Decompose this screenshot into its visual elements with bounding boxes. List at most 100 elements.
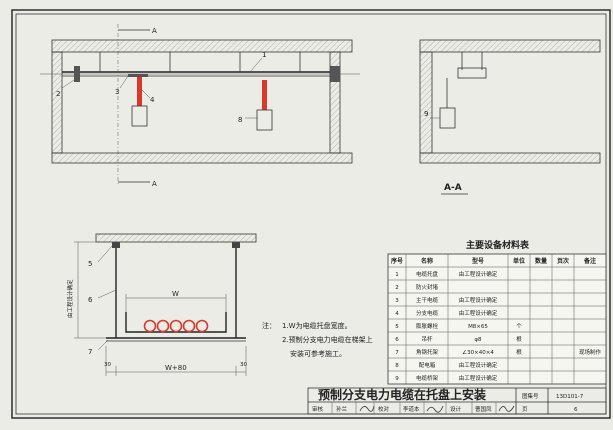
designer-signature — [498, 405, 515, 412]
section-tray — [457, 67, 487, 79]
table-cell: 1 — [395, 272, 399, 278]
table-header-cell: 名称 — [421, 257, 433, 265]
table-cell: 7 — [395, 350, 399, 356]
table-cell: 现场制作 — [579, 348, 602, 356]
callout-7: 7 — [88, 348, 92, 356]
table-cell: 9 — [395, 376, 399, 382]
section-mark-top: A — [152, 27, 157, 35]
checker-name: 李道本 — [403, 405, 420, 413]
detail-slab — [95, 233, 257, 243]
fire-seal-right — [330, 66, 340, 82]
table-cell: 根 — [516, 348, 522, 356]
section-mark-bottom: A — [152, 180, 157, 188]
table-cell: 分支电缆 — [416, 309, 439, 317]
designer-name: 曹国凤 — [475, 405, 492, 413]
table-cell: 由工程设计确定 — [459, 270, 498, 278]
section-title: A-A — [444, 183, 462, 193]
detail-view: W W+80 30 30 由工程设计确定 5 6 7 — [66, 233, 257, 376]
table-cell: 8 — [395, 363, 399, 369]
dim-left: 30 — [104, 362, 111, 368]
page-number: 6 — [574, 407, 578, 413]
dim-overall: W+80 — [165, 364, 187, 372]
table-cell: 4 — [395, 311, 399, 317]
table-cell: 3 — [395, 298, 399, 304]
table-title: 主要设备材料表 — [466, 239, 530, 251]
table-cell: 5 — [395, 324, 399, 330]
atlas-label: 图集号 — [522, 392, 539, 400]
notes-heading: 注： — [262, 321, 276, 330]
note-line-3: 安装可参考施工。 — [290, 349, 346, 358]
callout-4: 4 — [150, 96, 155, 104]
table-cell: 防火封堵 — [416, 283, 439, 291]
table-header-cell: 型号 — [472, 257, 484, 265]
note-line-2: 2.预制分支电力电缆在梯架上 — [282, 335, 373, 344]
callout-9: 9 — [424, 110, 428, 118]
callout-8: 8 — [238, 116, 242, 124]
branch-joint — [128, 74, 148, 77]
table-cell: 电缆桥架 — [416, 374, 439, 382]
design-label: 设计 — [450, 405, 462, 413]
table-header-cell: 页次 — [557, 257, 569, 265]
table-cell: 根 — [516, 335, 522, 343]
notes: 注： 1.W为电缆托盘宽度。 2.预制分支电力电缆在梯架上 安装可参考施工。 — [262, 321, 373, 358]
section-wall — [419, 51, 433, 154]
dim-right: 30 — [240, 362, 247, 368]
drawing-title: 预制分支电力电缆在托盘上安装 — [318, 387, 486, 402]
check-label: 校对 — [378, 405, 390, 413]
title-block: 预制分支电力电缆在托盘上安装 图集号 13D101-7 页 6 审核 孙兰 校对… — [307, 387, 607, 415]
table-cell: 由工程设计确定 — [459, 309, 498, 317]
table-header-cell: 数量 — [535, 257, 547, 265]
table-header-cell: 序号 — [390, 257, 403, 265]
callout-6: 6 — [88, 296, 93, 304]
note-line-1: 1.W为电缆托盘宽度。 — [282, 321, 352, 330]
atlas-number: 13D101-7 — [556, 394, 584, 400]
branch-cable-1 — [137, 76, 142, 106]
tray-hangers — [99, 52, 301, 72]
callout-5: 5 — [88, 260, 92, 268]
table-cell: 由工程设计确定 — [459, 374, 498, 382]
reviewer-signature — [359, 405, 375, 412]
table-cell: 角钢托架 — [416, 348, 439, 356]
section-box — [439, 107, 456, 129]
sheet-border — [11, 9, 611, 419]
vertical-dim-label: 由工程设计确定 — [66, 279, 74, 318]
table-header-cell: 单位 — [513, 257, 525, 265]
cable-bundle — [143, 319, 209, 333]
reviewer-name: 孙兰 — [336, 405, 348, 413]
dim-width: W — [172, 290, 179, 298]
callout-1: 1 — [262, 51, 266, 59]
left-wall — [51, 51, 63, 154]
table-cell: 电缆托盘 — [416, 270, 439, 278]
table-cell: ∠30×40×4 — [462, 349, 494, 356]
anchor-bolt-left — [112, 242, 120, 248]
page-label: 页 — [522, 406, 528, 413]
floor-slab — [51, 152, 353, 164]
section-floor — [419, 152, 601, 164]
table-cell: 配电箱 — [419, 361, 436, 369]
table-cell: 由工程设计确定 — [459, 361, 498, 369]
distribution-box-2 — [256, 109, 273, 131]
distribution-box-1 — [131, 105, 148, 127]
table-cell: 2 — [395, 285, 399, 291]
table-cell: 个 — [516, 323, 522, 330]
table-cell: 6 — [395, 337, 399, 343]
checker-signature — [426, 405, 444, 413]
table-cell: 主干电缆 — [416, 296, 439, 304]
table-cell: M8×65 — [468, 324, 488, 330]
callout-3: 3 — [115, 88, 119, 96]
right-wall — [329, 51, 341, 154]
branch-cable-2 — [262, 80, 267, 110]
section-view: 9 A-A — [419, 39, 601, 195]
section-ceiling — [419, 39, 601, 53]
fire-seal-left — [74, 66, 80, 82]
table-cell: 由工程设计确定 — [459, 296, 498, 304]
table-cell: 膨胀螺栓 — [416, 322, 439, 330]
callout-2: 2 — [56, 90, 60, 98]
detail-tray — [125, 312, 227, 333]
table-header-cell: 备注 — [583, 257, 596, 265]
table-cell: φ8 — [474, 337, 482, 343]
review-label: 审核 — [312, 405, 324, 413]
anchor-bolt-right — [232, 242, 240, 248]
